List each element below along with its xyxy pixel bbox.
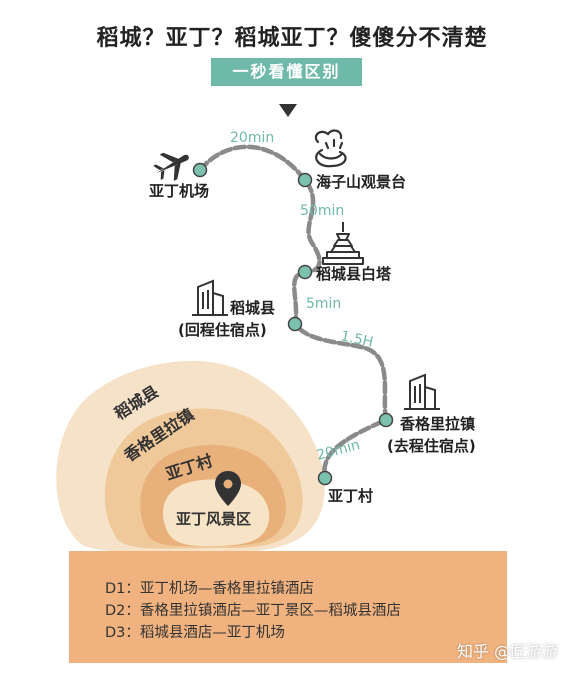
subtitle-banner: 一秒看懂区别 [211,58,362,86]
region-core [163,479,270,546]
node-xianggelila [378,412,394,428]
node-haizi [297,172,313,188]
itinerary-day2: D2：香格里拉镇酒店—亚丁景区—稻城县酒店 [105,603,401,619]
stop-label-airport: 亚丁机场 [149,182,209,200]
itinerary-panel: D1：亚丁机场—香格里拉镇酒店 D2：香格里拉镇酒店—亚丁景区—稻城县酒店 D3… [69,551,507,663]
lake-icon [314,129,347,168]
watermark: 知乎 @匠游游 [457,642,559,661]
down-triangle-icon [279,104,297,117]
duration-baita-daocheng: 5min [306,296,341,312]
stop-label-baita: 稻城县白塔 [316,265,392,283]
itinerary-day1: D1：亚丁机场—香格里拉镇酒店 [105,581,314,597]
page-title: 稻城？亚丁？稻城亚丁？傻傻分不清楚 [96,26,488,51]
node-daocheng [287,316,303,332]
duration-xianggelila-yading: 20min [315,437,362,464]
building-icon [192,279,228,316]
stop-label-haizi: 海子山观景台 [316,173,406,191]
stop-label-daocheng: 稻城县 [230,299,275,317]
duration-airport-haizi: 20min [230,130,274,146]
node-baita [297,264,313,280]
itinerary-day3: D3：稻城县酒店—亚丁机场 [105,625,285,641]
duration-haizi-baita: 50min [300,203,344,219]
stop-label-yading-village: 亚丁村 [328,487,373,505]
stop-label-xianggelila-note: (去程住宿点) [387,437,476,455]
node-yading-village [317,470,333,486]
stop-label-xianggelila: 香格里拉镇 [400,415,475,433]
pagoda-icon [322,222,364,265]
node-airport [192,162,208,178]
stop-label-daocheng-note: (回程住宿点) [178,321,267,339]
airplane-icon [153,152,189,182]
building-icon [404,373,440,410]
duration-daocheng-xianggelila: 1.5H [339,328,374,350]
region-label-core: 亚丁风景区 [176,510,251,528]
location-pin-icon [215,471,241,506]
